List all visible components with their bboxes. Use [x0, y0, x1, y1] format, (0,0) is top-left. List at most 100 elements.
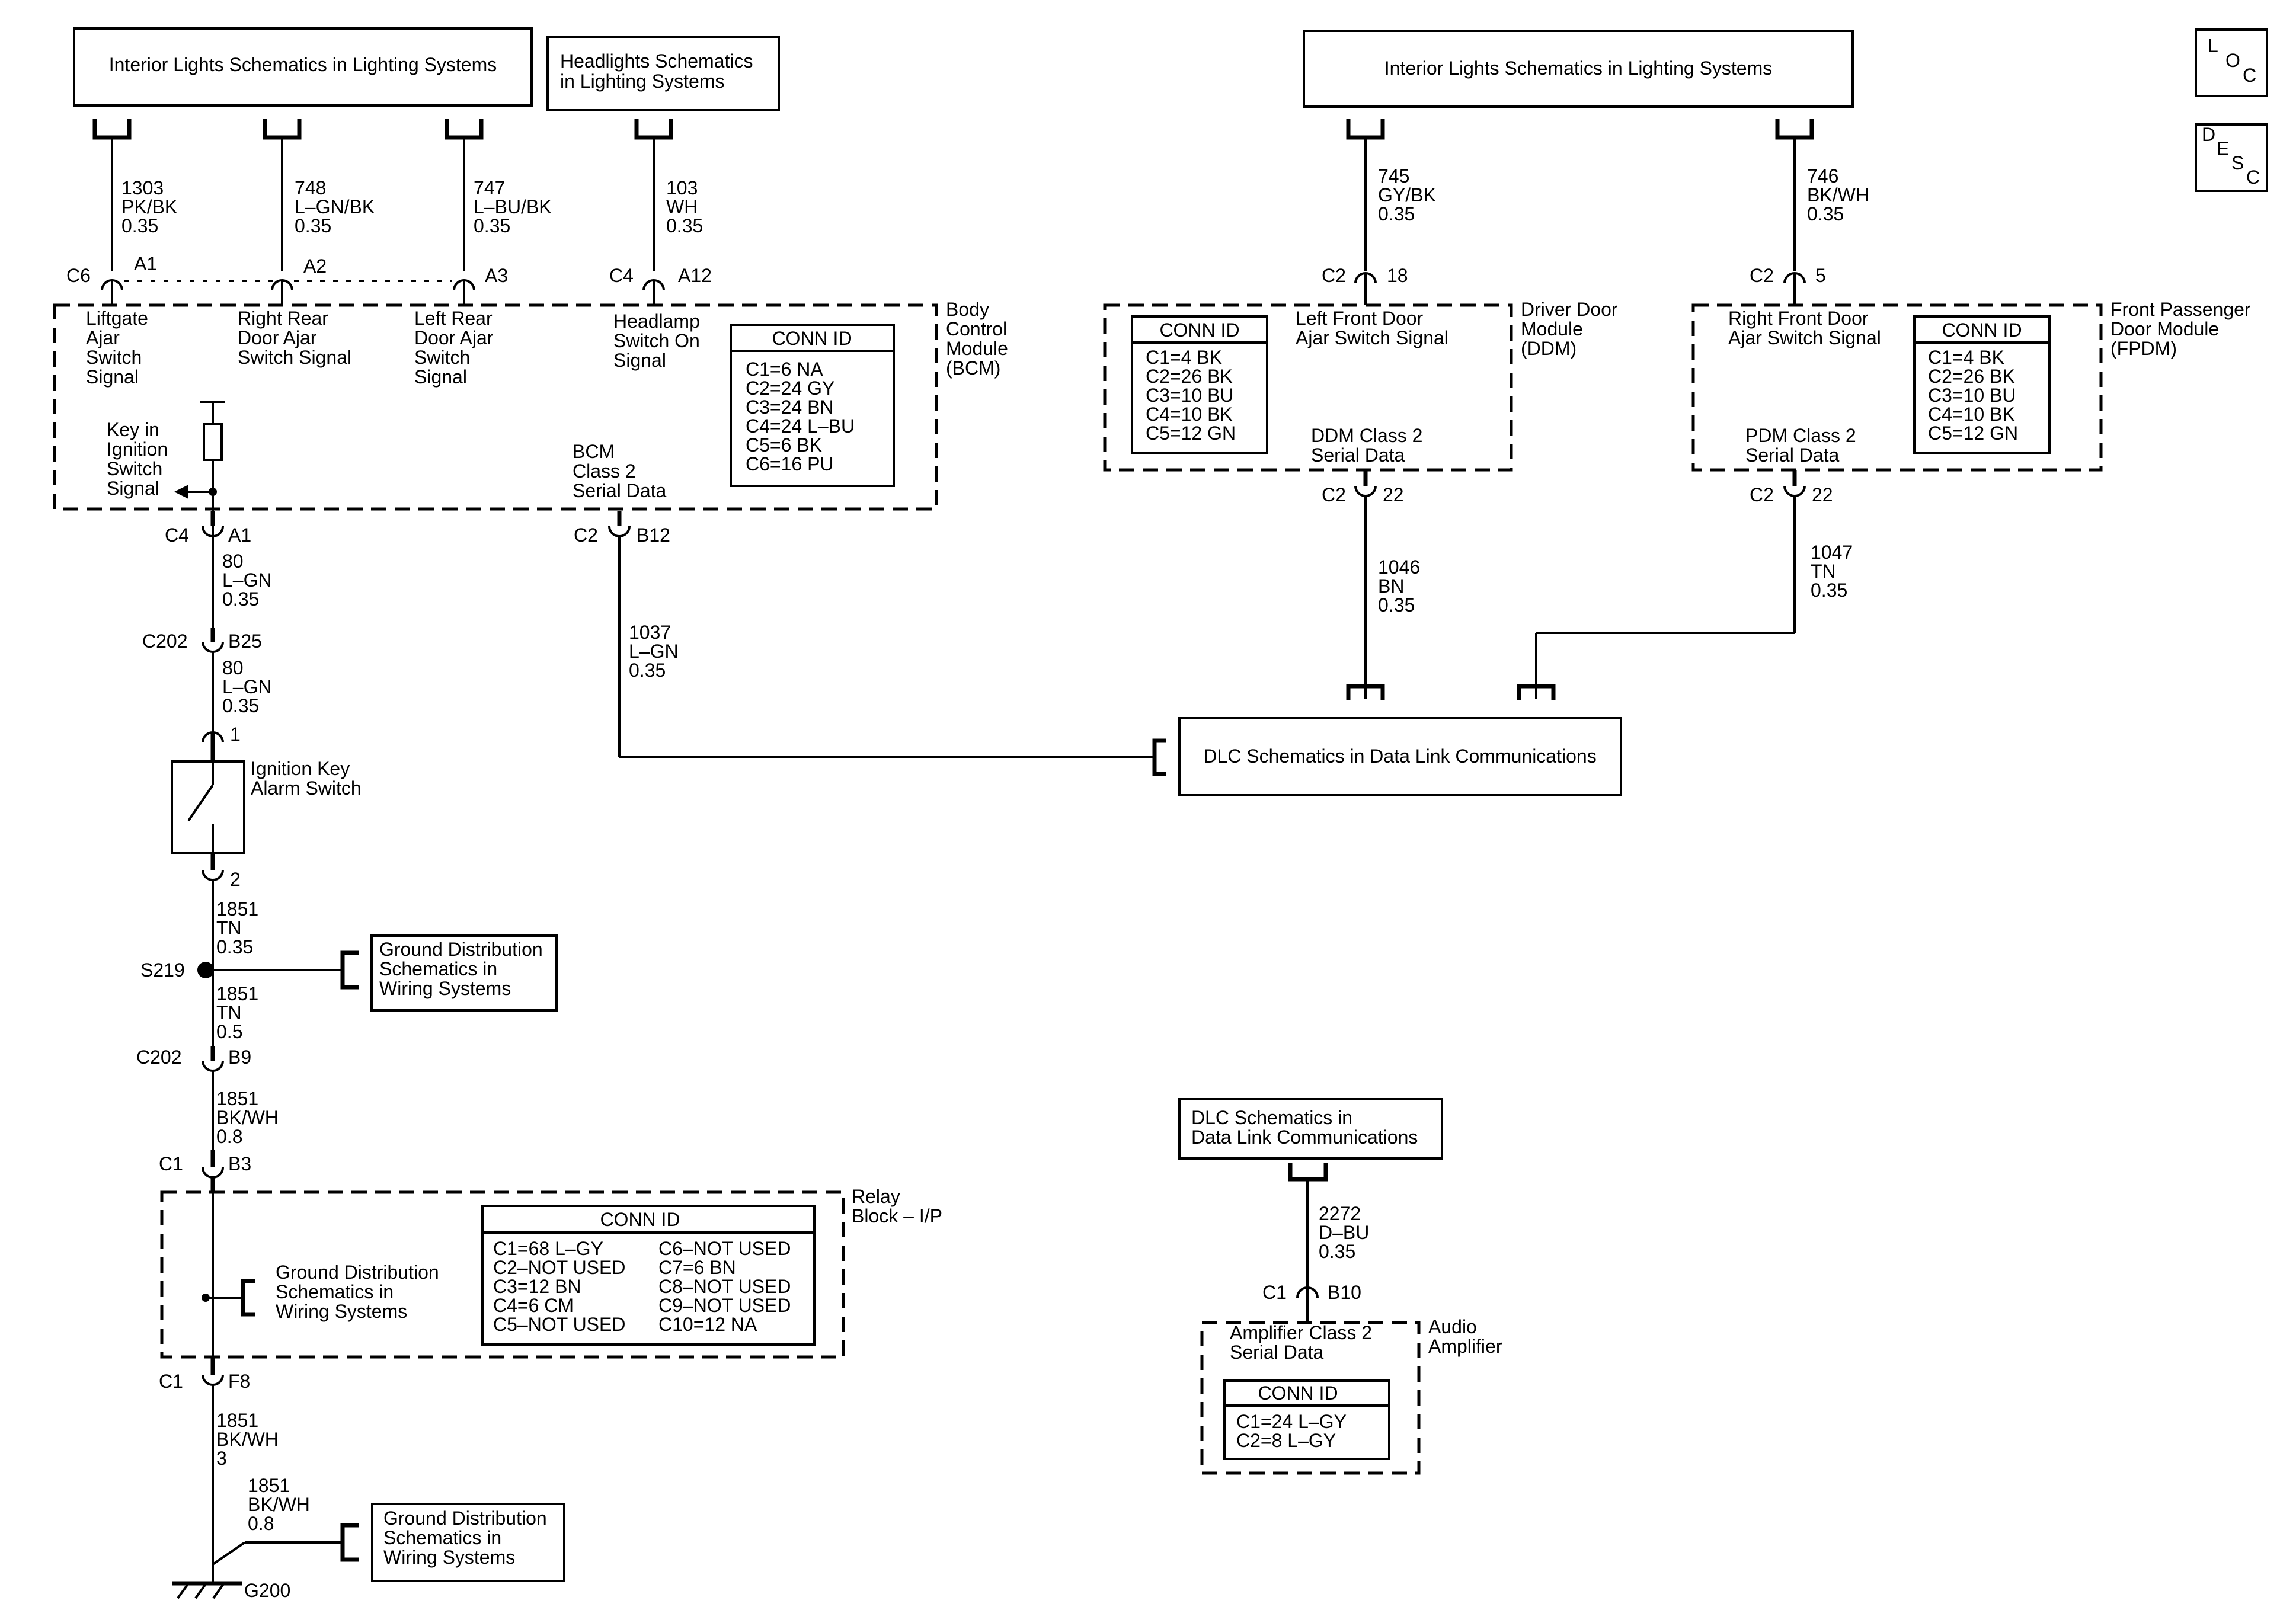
- svg-text:C8–NOT USED: C8–NOT USED: [658, 1276, 791, 1297]
- ref-interior-lights-left[interactable]: Interior Lights Schematics in Lighting S…: [73, 27, 533, 107]
- svg-text:1046: 1046: [1378, 556, 1420, 578]
- svg-text:B3: B3: [228, 1153, 251, 1174]
- svg-text:Ignition: Ignition: [107, 438, 168, 460]
- svg-text:C6: C6: [66, 265, 91, 286]
- svg-text:Liftgate: Liftgate: [86, 308, 148, 329]
- svg-text:C3=12 BN: C3=12 BN: [493, 1276, 581, 1297]
- svg-text:C1=4 BK: C1=4 BK: [1146, 347, 1222, 368]
- svg-text:TN: TN: [1811, 561, 1836, 582]
- svg-text:Class 2: Class 2: [573, 460, 636, 482]
- ddm-conn-id-table: CONN ID C1=4 BK C2=26 BK C3=10 BU C4=10 …: [1131, 315, 1268, 454]
- svg-text:C202: C202: [136, 1046, 182, 1068]
- ref-ground-distribution-1[interactable]: Ground Distribution Schematics in Wiring…: [370, 934, 558, 1012]
- bcm-top-connectors: C6 A1 A2 A3 C4 A12: [66, 253, 712, 305]
- svg-text:CONN ID: CONN ID: [1942, 319, 2022, 341]
- svg-text:DDM Class 2: DDM Class 2: [1311, 425, 1422, 446]
- connector-pin-1: 1: [202, 724, 241, 761]
- desc-button[interactable]: D E S C: [2195, 123, 2268, 192]
- connector-c202-b25: C202 B25: [142, 628, 262, 653]
- svg-text:L–GN: L–GN: [629, 641, 679, 662]
- svg-text:C1: C1: [1262, 1282, 1287, 1303]
- ref-headlights[interactable]: Headlights Schematics in Lighting System…: [546, 36, 780, 111]
- svg-text:C1=68 L–GY: C1=68 L–GY: [493, 1238, 603, 1259]
- svg-text:L–GN/BK: L–GN/BK: [295, 196, 375, 217]
- svg-text:Module: Module: [946, 338, 1008, 359]
- svg-text:Headlamp: Headlamp: [613, 311, 700, 332]
- ddm-module: Driver Door Module (DDM) Left Front Door…: [1103, 299, 1618, 472]
- ref-interior-lights-right[interactable]: Interior Lights Schematics in Lighting S…: [1303, 30, 1854, 108]
- svg-text:Signal: Signal: [107, 478, 159, 499]
- svg-text:747: 747: [474, 177, 505, 199]
- svg-text:Amplifier: Amplifier: [1428, 1336, 1502, 1357]
- svg-text:Front Passenger: Front Passenger: [2110, 299, 2251, 320]
- svg-text:C10=12 NA: C10=12 NA: [658, 1314, 757, 1335]
- svg-text:5: 5: [1815, 265, 1826, 286]
- svg-text:C1=24 L–GY: C1=24 L–GY: [1236, 1411, 1347, 1432]
- svg-text:BN: BN: [1378, 575, 1404, 597]
- svg-text:22: 22: [1383, 484, 1404, 505]
- svg-text:0.35: 0.35: [1378, 203, 1415, 225]
- svg-text:Data Link Communications: Data Link Communications: [1191, 1126, 1418, 1148]
- amp-conn-id-table: CONN ID C1=24 L–GY C2=8 L–GY: [1223, 1379, 1390, 1460]
- svg-text:2272: 2272: [1319, 1203, 1361, 1224]
- ref-ground-distribution-3[interactable]: Ground Distribution Schematics in Wiring…: [371, 1503, 565, 1582]
- svg-text:22: 22: [1812, 484, 1833, 505]
- svg-text:F8: F8: [228, 1371, 250, 1392]
- svg-text:1047: 1047: [1811, 542, 1853, 563]
- wire-1037: 1037 L–GN 0.35: [619, 622, 1166, 776]
- svg-text:C: C: [2246, 167, 2260, 188]
- ref-dlc-main[interactable]: DLC Schematics in Data Link Communicatio…: [1178, 717, 1622, 796]
- svg-text:C2=26 BK: C2=26 BK: [1928, 366, 2015, 387]
- svg-text:L: L: [2208, 35, 2218, 56]
- bcm-module: Body Control Module (BCM): [53, 299, 1008, 511]
- svg-text:Switch: Switch: [86, 347, 142, 368]
- svg-text:0.35: 0.35: [1378, 594, 1415, 616]
- svg-text:A1: A1: [134, 253, 157, 274]
- svg-text:B25: B25: [228, 630, 262, 652]
- svg-text:BK/WH: BK/WH: [248, 1494, 310, 1515]
- svg-text:GY/BK: GY/BK: [1378, 184, 1436, 206]
- svg-text:D: D: [2202, 124, 2215, 145]
- svg-text:C4: C4: [165, 524, 189, 546]
- svg-text:DLC Schematics in: DLC Schematics in: [1191, 1107, 1352, 1128]
- svg-text:1851: 1851: [216, 983, 258, 1004]
- wire-80-b: 80 L–GN 0.35: [212, 652, 272, 740]
- svg-text:1851: 1851: [216, 1088, 258, 1109]
- svg-text:Right Rear: Right Rear: [238, 308, 328, 329]
- relay-conn-id-table: CONN ID C1=68 L–GY C2–NOT USED C3=12 BN …: [481, 1205, 816, 1346]
- svg-text:D–BU: D–BU: [1319, 1222, 1369, 1243]
- svg-text:WH: WH: [666, 196, 698, 217]
- svg-text:A12: A12: [678, 265, 712, 286]
- svg-text:0.8: 0.8: [248, 1513, 274, 1534]
- svg-text:Serial Data: Serial Data: [1230, 1342, 1324, 1363]
- loc-button[interactable]: L O C: [2195, 28, 2268, 97]
- svg-text:in Lighting Systems: in Lighting Systems: [560, 71, 724, 92]
- connector-pin-2: 2: [202, 853, 241, 890]
- key-switch-symbol: [174, 401, 225, 539]
- svg-text:Door Module: Door Module: [2110, 318, 2219, 340]
- svg-text:L–GN: L–GN: [222, 676, 272, 697]
- svg-text:Right Front Door: Right Front Door: [1728, 308, 1869, 329]
- wire-1851-bkwh-08-a: 1851 BK/WH 0.8: [212, 1071, 279, 1150]
- svg-text:B10: B10: [1328, 1282, 1361, 1303]
- svg-text:G200: G200: [244, 1580, 290, 1601]
- svg-text:O: O: [2225, 50, 2240, 71]
- ground-g200: G200: [172, 1523, 359, 1601]
- svg-text:Relay: Relay: [852, 1186, 900, 1207]
- svg-text:Left Front Door: Left Front Door: [1296, 308, 1424, 329]
- svg-text:Block – I/P: Block – I/P: [852, 1205, 942, 1227]
- svg-text:S219: S219: [140, 959, 185, 981]
- svg-text:Wiring Systems: Wiring Systems: [379, 978, 511, 999]
- svg-text:BCM: BCM: [573, 441, 615, 462]
- svg-text:CONN ID: CONN ID: [1159, 319, 1239, 341]
- svg-text:C: C: [2243, 65, 2256, 86]
- fpdm-top-connector: C2 5: [1750, 265, 1826, 305]
- svg-text:PDM Class 2: PDM Class 2: [1745, 425, 1856, 446]
- svg-text:0.35: 0.35: [666, 215, 703, 236]
- connector-c1-b3: C1 B3: [159, 1150, 251, 1191]
- ref-dlc-amp[interactable]: DLC Schematics in Data Link Communicatio…: [1178, 1098, 1443, 1160]
- ddm-top-connector: C2 18: [1322, 265, 1408, 305]
- svg-text:Schematics in: Schematics in: [276, 1281, 394, 1302]
- svg-text:Ajar: Ajar: [86, 327, 120, 348]
- svg-text:C1: C1: [159, 1371, 183, 1392]
